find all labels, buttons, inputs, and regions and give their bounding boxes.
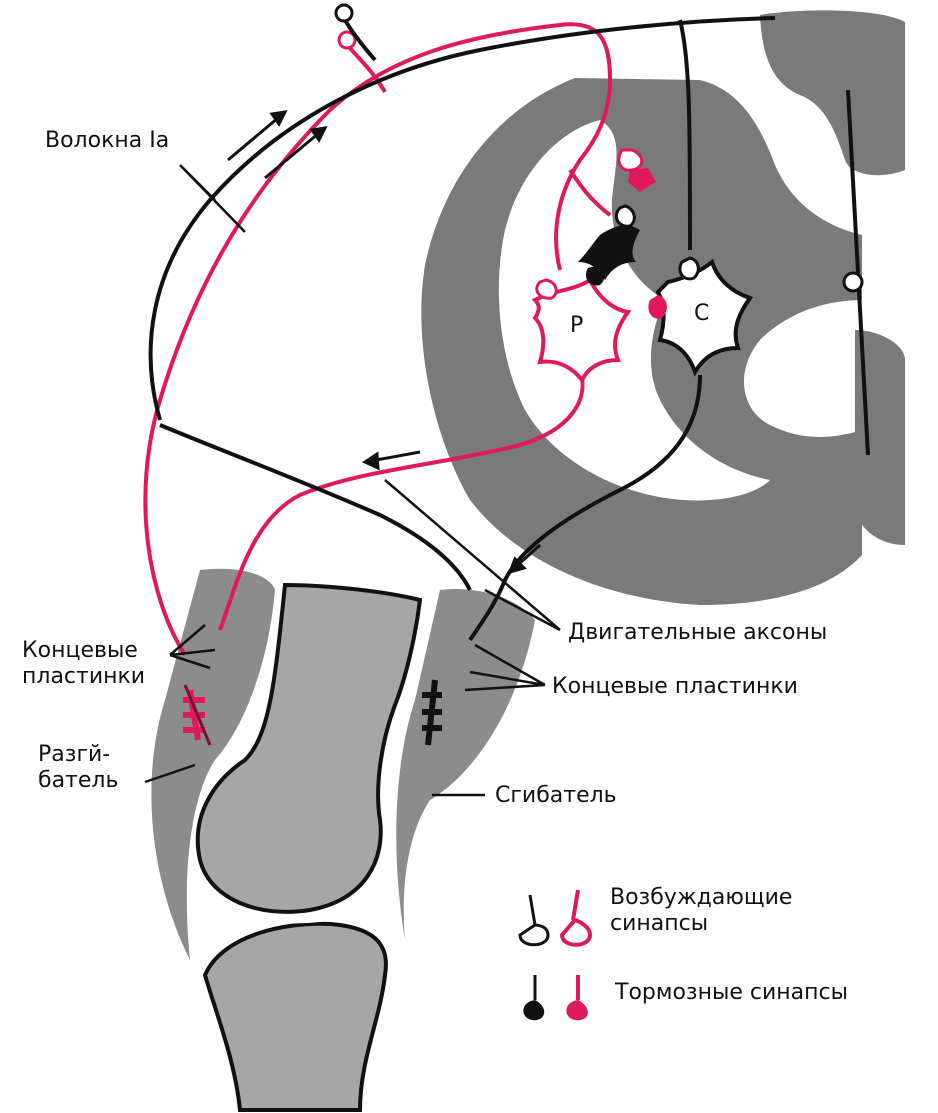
neuron-p-label: Р — [570, 313, 583, 338]
central-canal — [844, 273, 862, 291]
legend-excitatory-pink-icon — [562, 890, 590, 945]
label-end-plates-left-line2: пластинки — [22, 664, 145, 690]
excitatory-synapse-black-c — [680, 258, 698, 279]
label-extensor: Разгй- батель — [38, 742, 118, 794]
spinal-cord-dorsal-horn — [760, 10, 905, 175]
arrow-efferent-1-head — [365, 454, 378, 468]
excitatory-synapse-pink-top — [619, 150, 642, 170]
excitatory-synapse-pink-p — [537, 280, 556, 298]
legend-inhibitory-pink-head — [566, 1000, 588, 1020]
legend-icons — [520, 890, 590, 1020]
label-extensor-line1: Разгй- — [38, 742, 118, 768]
excitatory-ganglion-flexor — [336, 5, 352, 21]
tibia-bone — [205, 924, 386, 1110]
legend-inhibitory-black-head — [523, 1000, 544, 1020]
label-flexor: Сгибатель — [495, 783, 617, 809]
excitatory-synapse-black-inter — [616, 206, 634, 226]
label-end-plates-left-line1: Концевые — [22, 638, 145, 664]
legend-excitatory-text: Возбуждающие синапсы — [610, 885, 792, 937]
label-ia-fibers: Волокна Ia — [45, 128, 169, 154]
flexor-muscle — [396, 589, 535, 940]
legend-excitatory-line2: синапсы — [610, 911, 792, 937]
extensor-end-plates — [183, 690, 205, 740]
label-extensor-line2: батель — [38, 768, 118, 794]
neuron-c-label: С — [694, 301, 709, 326]
label-end-plates-left: Концевые пластинки — [22, 638, 145, 690]
motor-axons-back — [160, 425, 470, 590]
label-motor-axons: Двигательные аксоны — [568, 620, 827, 646]
ia-fiber-branch-to-p — [570, 170, 610, 215]
label-end-plates-right: Концевые пластинки — [552, 674, 798, 700]
legend-excitatory-black-icon — [520, 895, 548, 945]
legend-inhibitory-text: Тормозные синапсы — [615, 980, 848, 1006]
legend-excitatory-line1: Возбуждающие — [610, 885, 792, 911]
